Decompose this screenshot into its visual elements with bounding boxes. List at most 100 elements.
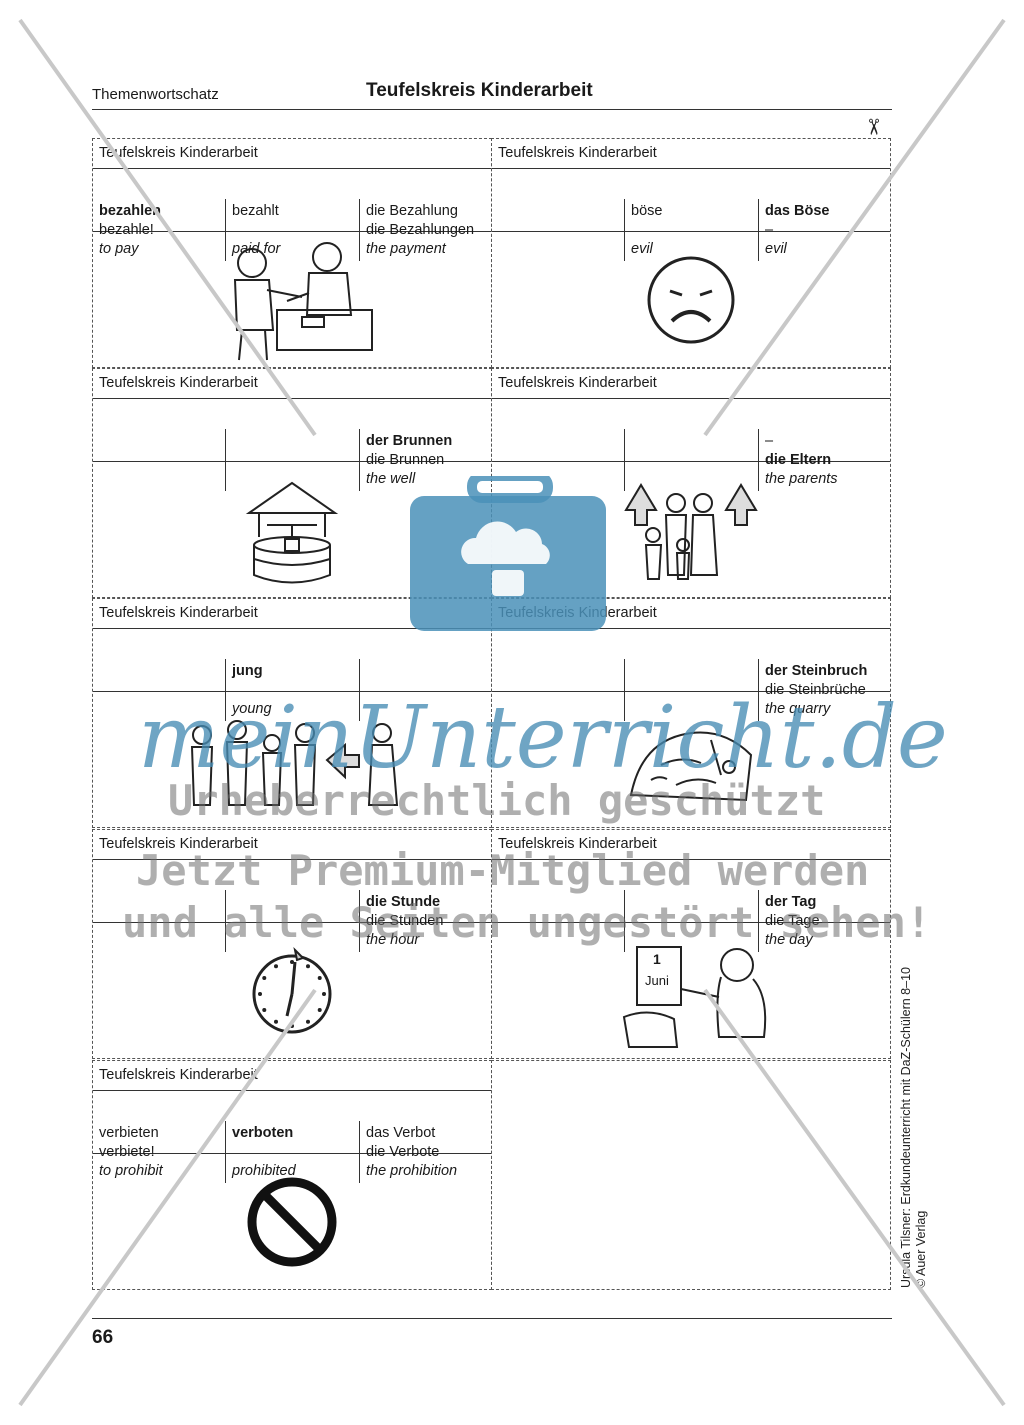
card-title: Teufelskreis Kinderarbeit [492,599,890,629]
word-cell-1 [93,659,226,721]
word-cell-1 [93,429,226,491]
side-credit: Ursula Tilsner: Erdkundeunterricht mit D… [899,948,929,1288]
card-title: Teufelskreis Kinderarbeit [492,369,890,399]
word-strip: der Brunnen die Brunnen the well [93,399,491,491]
word-cell-1 [492,429,625,491]
clock-icon [252,946,332,1033]
word-line: young [232,701,272,717]
card-picture [492,462,890,597]
word-line: die Steinbrüche [765,682,866,698]
young-people-icon [190,719,399,806]
word-cell-2 [625,659,759,721]
calendar-day: 1 [653,951,661,967]
header-rule [92,109,892,110]
card-picture [492,232,890,367]
card-title: Teufelskreis Kinderarbeit [492,139,890,169]
side-credit-author: Ursula Tilsner: Erdkundeunterricht mit D… [899,967,913,1288]
card-title: Teufelskreis Kinderarbeit [93,139,491,169]
word-line: die Bezahlungen [366,222,475,238]
word-line [498,202,624,221]
vocabulary-card: Teufelskreis Kinderarbeit – die Eltern the… [491,368,891,598]
prohibition-sign-icon [247,1177,337,1266]
word-line: the well [366,471,416,487]
word-line: – [765,433,774,449]
word-line: das Böse [765,203,830,219]
word-line: die Verbote [366,1144,440,1160]
well-icon [245,481,339,583]
header-left-label: Themenwortschatz [92,86,219,103]
card-picture [93,1154,491,1289]
word-line: verboten [232,1125,294,1141]
card-title: Teufelskreis Kinderarbeit [93,599,491,629]
word-line [631,893,758,912]
calendar-person-icon: 1 Juni [619,937,779,1055]
word-cell-2 [226,429,360,491]
word-cell-1 [93,890,226,952]
word-line: der Steinbruch [765,663,868,679]
word-line [498,662,624,681]
word-line: the prohibition [366,1163,458,1179]
word-line: die Bezahlung [366,203,458,219]
empty-card-slot [491,1060,891,1290]
word-line: die Brunnen [366,452,445,468]
card-picture [93,923,491,1058]
word-line [232,432,359,451]
card-title: Teufelskreis Kinderarbeit [492,830,890,860]
word-cell-2 [625,429,759,491]
card-picture [492,692,890,827]
word-line: die Stunden [366,913,444,929]
word-line: verbieten [99,1125,159,1141]
card-picture [93,462,491,597]
card-picture [93,232,491,367]
word-line: das Verbot [366,1125,436,1141]
word-cell-1 [492,199,625,261]
word-line [631,662,758,681]
word-cell-2 [226,890,360,952]
word-cell-3: – die Eltern the parents [759,429,891,491]
card-title: Teufelskreis Kinderarbeit [93,1061,491,1091]
vocabulary-card: Teufelskreis Kinderarbeit bezahlen bezahl… [92,138,492,368]
word-line: die Tage [765,913,820,929]
page-title: Teufelskreis Kinderarbeit [366,80,593,101]
word-line: the parents [765,471,838,487]
word-line: böse [631,203,663,219]
calendar-month: Juni [645,973,669,988]
word-line: der Tag [765,894,817,910]
word-line: der Brunnen [366,433,453,449]
word-line [498,893,624,912]
word-line: bezahlen [99,203,162,219]
card-picture: 1 Juni [492,923,890,1058]
side-credit-publisher: © Auer Verlag [914,1210,928,1288]
page-number: 66 [92,1327,114,1348]
word-line: die Eltern [765,452,832,468]
word-line: bezahlt [232,203,279,219]
word-line [631,432,758,451]
vocabulary-card: Teufelskreis Kinderarbeit der Tag die Tag… [491,829,891,1059]
word-line [366,662,492,681]
scissors-icon: ✂ [861,117,887,137]
word-cell-1 [492,890,625,952]
word-line: the day [765,932,813,948]
word-cell-2 [625,890,759,952]
card-title: Teufelskreis Kinderarbeit [93,369,491,399]
word-strip: – die Eltern the parents [492,399,890,491]
footer-rule [92,1318,892,1319]
word-cell-3: der Tag die Tage the day [759,890,891,952]
word-line [99,893,225,912]
vocabulary-card: Teufelskreis Kinderarbeit böse evil das Bö… [491,138,891,368]
word-line: evil [631,241,653,257]
word-line [232,893,359,912]
word-line: die Stunde [366,894,441,910]
